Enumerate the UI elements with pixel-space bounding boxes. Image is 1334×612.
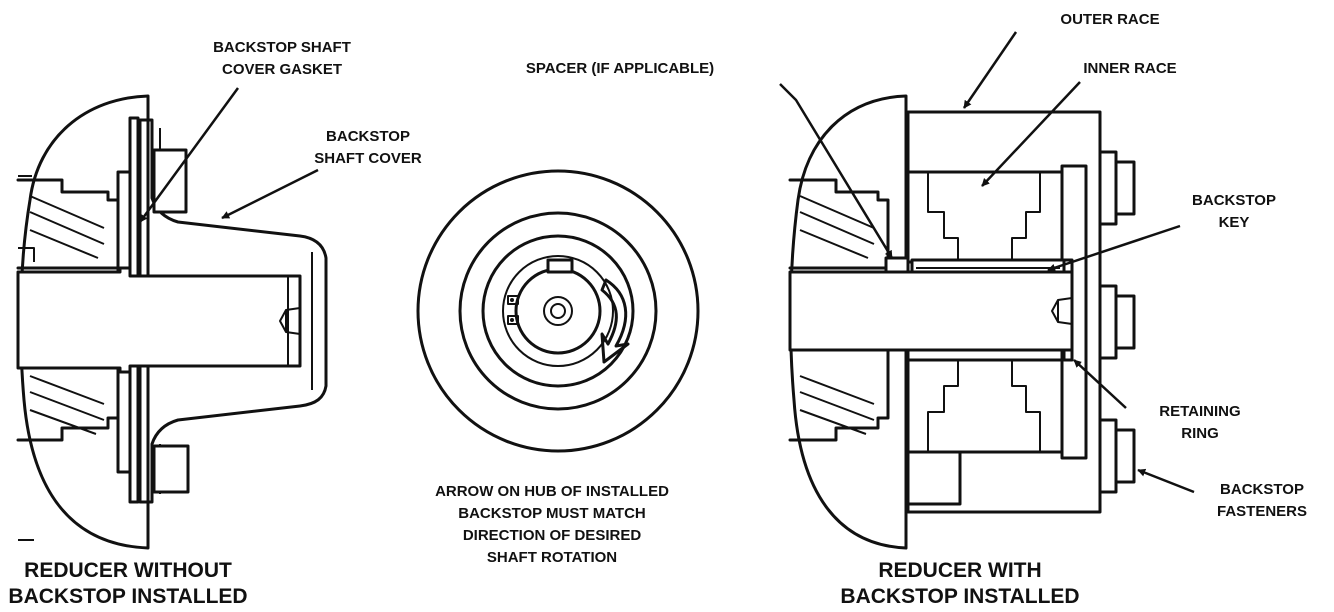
label-cover-gasket-1: BACKSTOP SHAFT [213,39,351,56]
left-housing-boss [18,175,34,541]
label-cover-gasket-2: COVER GASKET [222,61,342,78]
label-retaining-ring-1: RETAINING [1159,403,1240,420]
leader-shaft-cover [221,168,319,220]
left-lower-bolt [152,444,190,494]
right-upper-bearing [788,178,890,270]
label-backstop-key-2: KEY [1219,214,1250,231]
label-shaft-cover-2: SHAFT COVER [314,150,422,167]
leader-outer-race [962,31,1018,109]
backstop-end-view [416,169,700,453]
note-line-4: SHAFT ROTATION [487,549,617,566]
end-view-hub-circle [458,211,658,411]
leader-fasteners [1137,468,1195,494]
leader-lines [138,31,1195,494]
end-view-key [546,258,574,274]
label-backstop-key-1: BACKSTOP [1192,192,1276,209]
backstop-fasteners [1098,150,1136,494]
label-outer-race: OUTER RACE [1060,11,1159,28]
label-inner-race: INNER RACE [1083,60,1176,77]
end-view-shaft-circle [514,267,602,355]
spacer [884,256,910,274]
caption-right-1: REDUCER WITH [878,559,1041,582]
note-line-1: ARROW ON HUB OF INSTALLED [435,483,669,500]
caption-left-1: REDUCER WITHOUT [24,559,232,582]
left-shaft [16,266,302,374]
reducer-with-backstop-drawing [788,94,1136,550]
right-shaft [788,270,1074,352]
label-retaining-ring-2: RING [1181,425,1219,442]
note-line-3: DIRECTION OF DESIRED [463,527,642,544]
leader-cover-gasket [138,87,240,223]
leader-backstop-key [1047,224,1181,272]
leader-spacer [779,83,894,259]
end-view-outer-circle [416,169,700,453]
label-spacer: SPACER (IF APPLICABLE) [526,60,714,77]
label-fasteners-2: FASTENERS [1217,503,1307,520]
leader-retaining-ring [1073,359,1127,409]
note-line-2: BACKSTOP MUST MATCH [458,505,646,522]
caption-right-2: BACKSTOP INSTALLED [840,585,1079,608]
shaft-cover [138,118,328,504]
reducer-without-backstop-drawing [16,94,328,550]
caption-left-2: BACKSTOP INSTALLED [8,585,247,608]
rotation-arrow-icon [600,278,630,364]
leader-inner-race [981,81,1081,187]
right-lower-bearing [788,346,890,442]
label-fasteners-1: BACKSTOP [1220,481,1304,498]
label-shaft-cover-1: BACKSTOP [326,128,410,145]
labels: BACKSTOP SHAFT COVER GASKET BACKSTOP SHA… [8,11,1307,608]
